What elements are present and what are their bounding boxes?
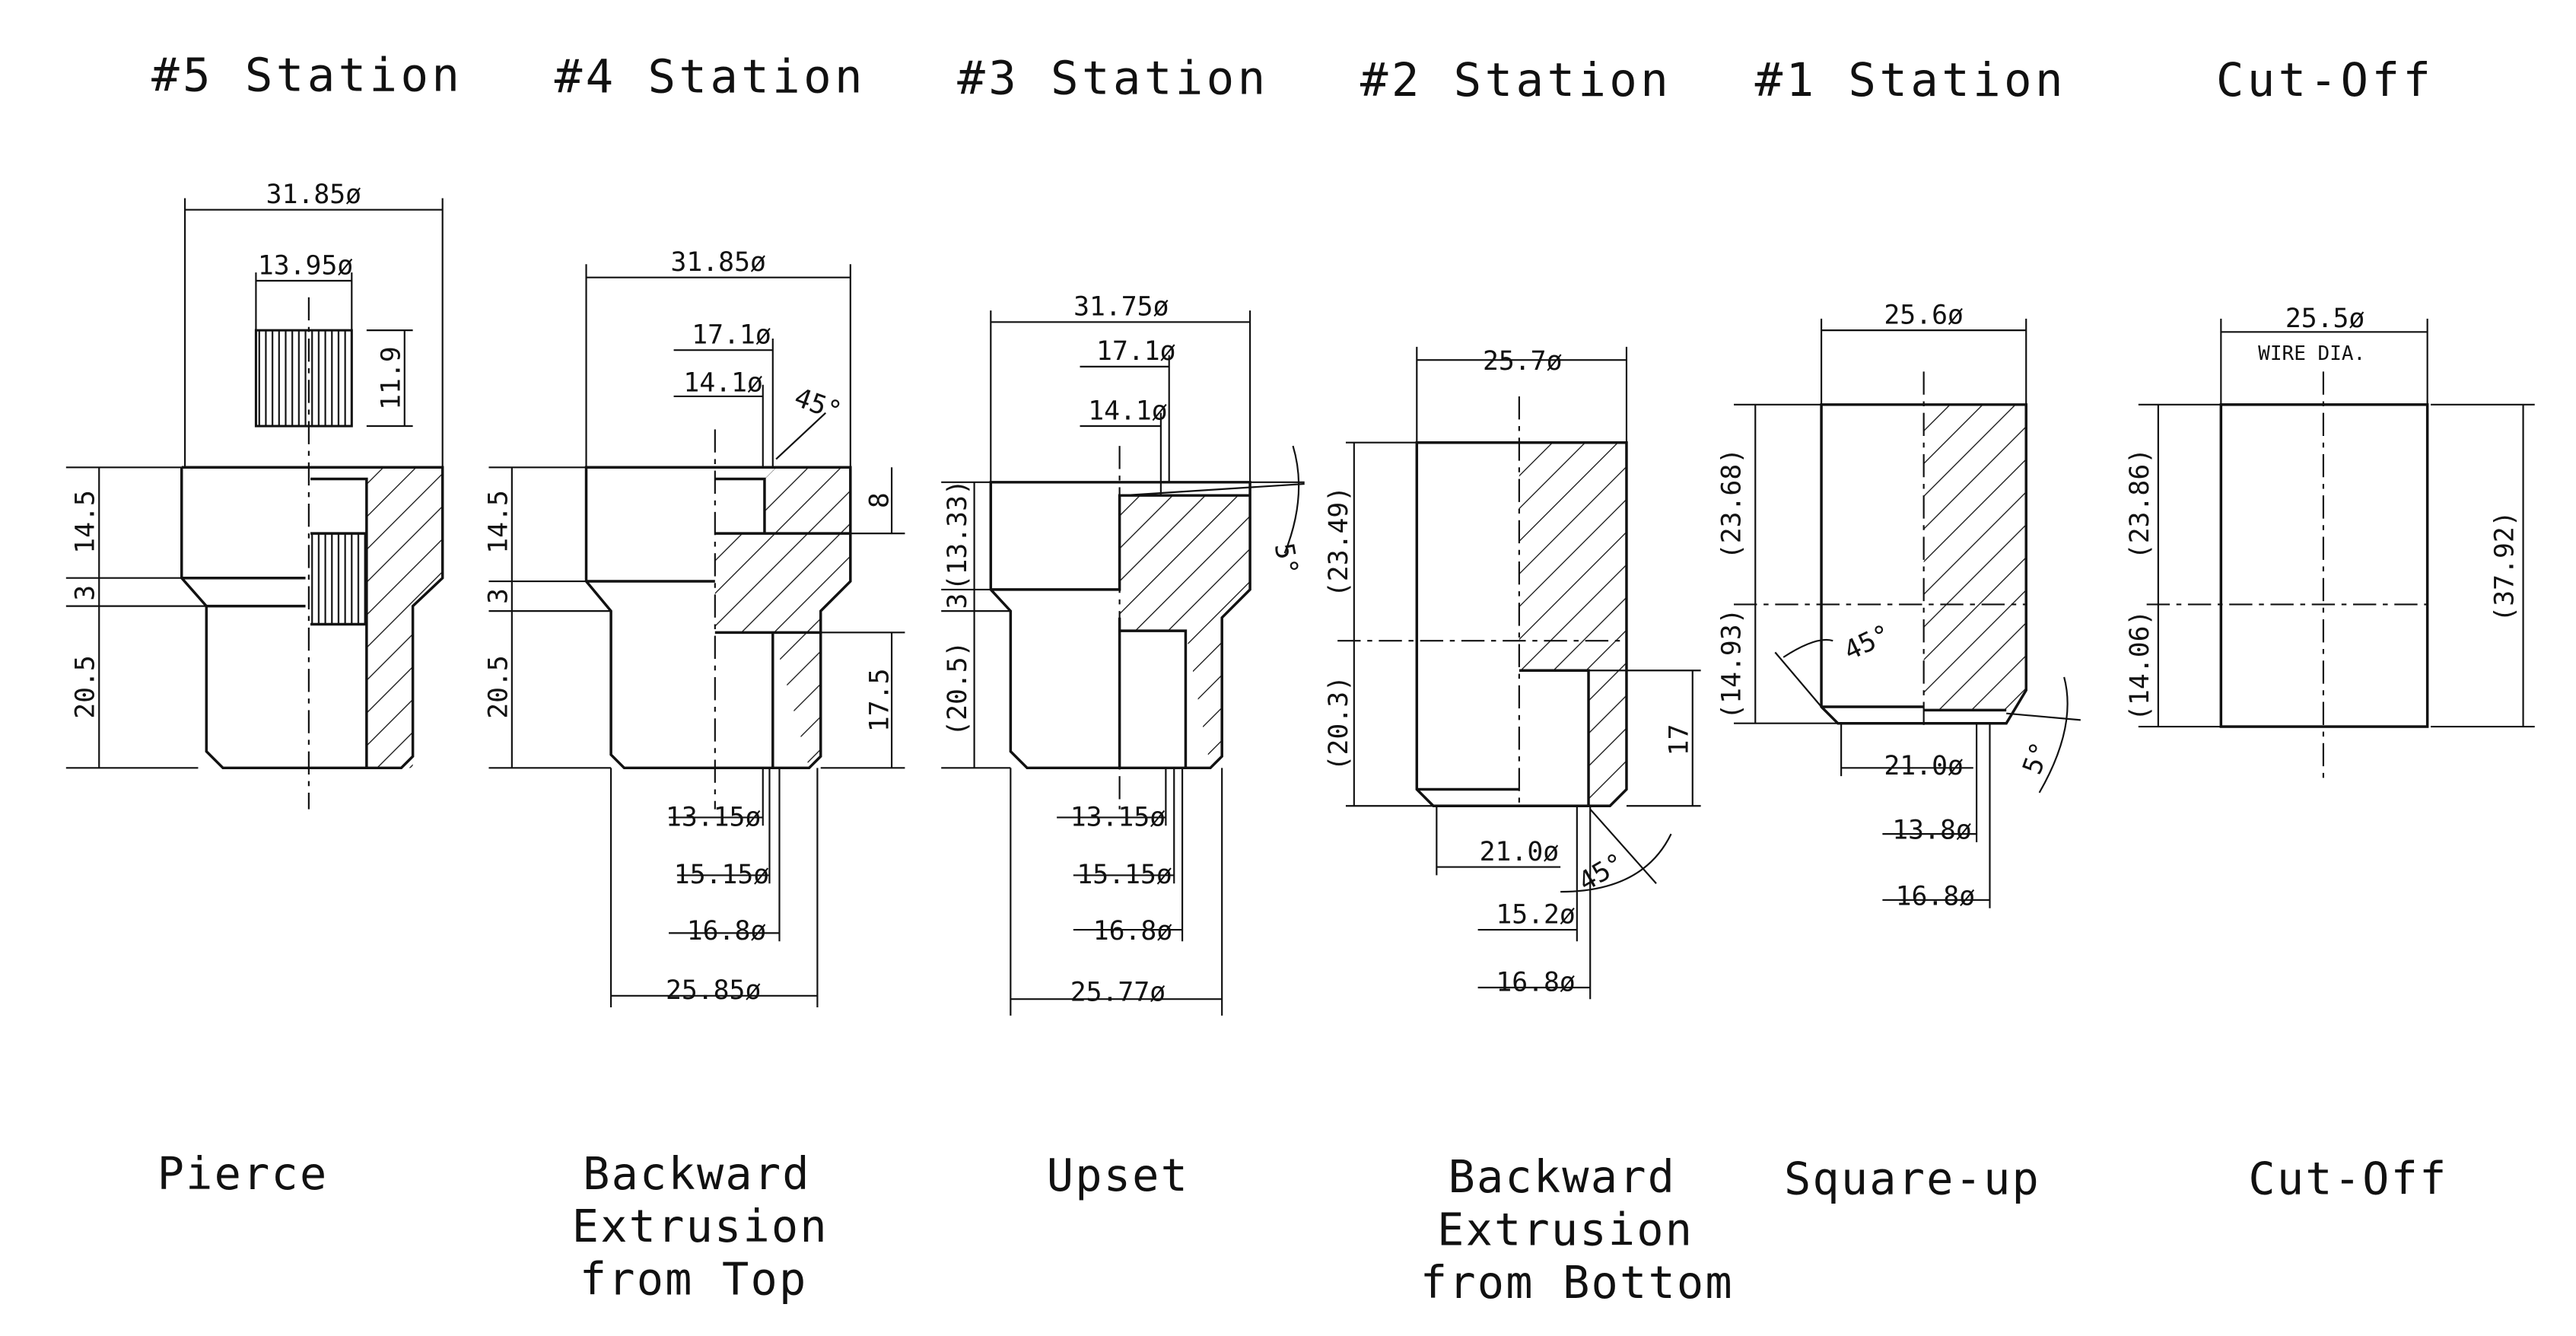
dim-label: 14.5 bbox=[71, 490, 101, 554]
station-1-part bbox=[1734, 371, 2027, 727]
dim-label: (20.5) bbox=[943, 641, 973, 736]
station-5-header: #5 Station bbox=[151, 49, 463, 102]
dim-label: 15.15ø bbox=[1077, 860, 1172, 890]
dim-label: 25.5ø bbox=[2285, 304, 2365, 334]
dim-label: 11.9 bbox=[376, 346, 406, 410]
wire-dia-label: WIRE DIA. bbox=[2258, 342, 2365, 365]
dim-label: 31.75ø bbox=[1073, 292, 1169, 323]
dim-label: 13.8ø bbox=[1892, 816, 1972, 846]
station-1-header: #1 Station bbox=[1755, 54, 2066, 107]
process-label-line: from Top bbox=[580, 1254, 808, 1306]
process-label-pierce: Pierce bbox=[157, 1148, 329, 1200]
dim-label: 31.85ø bbox=[670, 247, 765, 278]
dim-label: 25.77ø bbox=[1070, 977, 1166, 1007]
station-4-header: #4 Station bbox=[555, 51, 866, 104]
process-label-line: Backward bbox=[1449, 1151, 1677, 1203]
process-label-line: from Bottom bbox=[1420, 1257, 1734, 1309]
station-2-dimensions: 25.7ø (23.49) (20.3) 17 21.0ø 45° 15.2ø … bbox=[1324, 346, 1701, 1000]
dim-label: (20.3) bbox=[1324, 676, 1354, 771]
station-1-dimensions: 25.6ø (23.68) (14.93) 45° 5° 21.0ø 13.8ø… bbox=[1717, 300, 2081, 911]
station-3-part bbox=[989, 446, 1251, 810]
station-4-part bbox=[584, 429, 852, 810]
dim-label: 13.95ø bbox=[258, 250, 353, 281]
dim-label: (23.68) bbox=[1717, 448, 1748, 559]
dim-label: 21.0ø bbox=[1480, 837, 1560, 867]
dim-label: 25.7ø bbox=[1483, 346, 1563, 377]
dim-label: 21.0ø bbox=[1884, 751, 1964, 781]
dim-label: 14.1ø bbox=[683, 367, 763, 398]
process-label-cutoff: Cut-Off bbox=[2248, 1153, 2447, 1204]
dim-label: 31.85ø bbox=[266, 180, 361, 210]
dim-label: 8 bbox=[865, 492, 895, 508]
dim-label: 20.5 bbox=[483, 655, 514, 719]
dim-label: 17.1ø bbox=[1096, 336, 1176, 367]
station-5-part bbox=[180, 297, 444, 810]
cutoff-header: Cut-Off bbox=[2216, 54, 2434, 107]
dim-label: (13.33) bbox=[943, 479, 973, 590]
process-label-line: Extrusion bbox=[572, 1201, 828, 1252]
dim-label: 15.15ø bbox=[674, 860, 769, 890]
dim-label: 25.6ø bbox=[1884, 300, 1964, 330]
process-label-square-up: Square-up bbox=[1784, 1153, 2040, 1204]
dim-label: (14.06) bbox=[2125, 610, 2155, 721]
dim-label: 17.1ø bbox=[692, 320, 771, 350]
dim-label: 16.8ø bbox=[1496, 967, 1576, 997]
process-label-upset: Upset bbox=[1047, 1150, 1189, 1201]
dim-label: 45° bbox=[790, 383, 846, 428]
dim-label: 13.15ø bbox=[1070, 802, 1166, 832]
cutoff-part bbox=[2146, 371, 2429, 785]
station-4-dimensions: 31.85ø 17.1ø 14.1ø 45° 8 14.5 3 20.5 17.… bbox=[483, 247, 905, 1008]
dim-label: 3 bbox=[483, 588, 514, 604]
station-2-part bbox=[1337, 396, 1628, 807]
dim-label: 20.5 bbox=[71, 655, 101, 719]
dim-label: (14.93) bbox=[1717, 608, 1748, 719]
dim-label: 3 bbox=[943, 593, 973, 609]
dim-label: 5° bbox=[1268, 541, 1304, 577]
dim-label: 16.8ø bbox=[1896, 881, 1976, 911]
dim-label: 17.5 bbox=[865, 669, 895, 733]
station-5-dimensions: 31.85ø 13.95ø 11.9 14.5 3 20.5 bbox=[65, 180, 444, 769]
dim-label: (37.92) bbox=[2490, 511, 2520, 622]
dim-label: 14.5 bbox=[483, 490, 514, 554]
station-3-header: #3 Station bbox=[957, 52, 1268, 106]
process-label-line: Extrusion bbox=[1437, 1204, 1693, 1256]
dim-label: 17 bbox=[1664, 724, 1694, 756]
dim-label: (23.86) bbox=[2125, 448, 2155, 559]
dim-label: 13.15ø bbox=[666, 802, 761, 832]
dim-label: 14.1ø bbox=[1088, 396, 1168, 426]
process-label-line: Backward bbox=[583, 1148, 811, 1200]
station-3-dimensions: 31.75ø 17.1ø 14.1ø 5° (13.33) 3 (20.5) 1… bbox=[941, 292, 1305, 1016]
dim-label: 45° bbox=[1840, 619, 1896, 667]
cutoff-dimensions: 25.5ø WIRE DIA. (23.86) (14.06) (37.92) bbox=[2125, 304, 2535, 728]
dim-label: 16.8ø bbox=[1093, 916, 1173, 946]
station-2-header: #2 Station bbox=[1360, 54, 1671, 107]
dim-label: 25.85ø bbox=[666, 975, 761, 1006]
dim-label: 3 bbox=[71, 585, 101, 601]
dim-label: 16.8ø bbox=[687, 916, 767, 946]
dim-label: (23.49) bbox=[1324, 486, 1354, 597]
dim-label: 15.2ø bbox=[1496, 899, 1576, 930]
